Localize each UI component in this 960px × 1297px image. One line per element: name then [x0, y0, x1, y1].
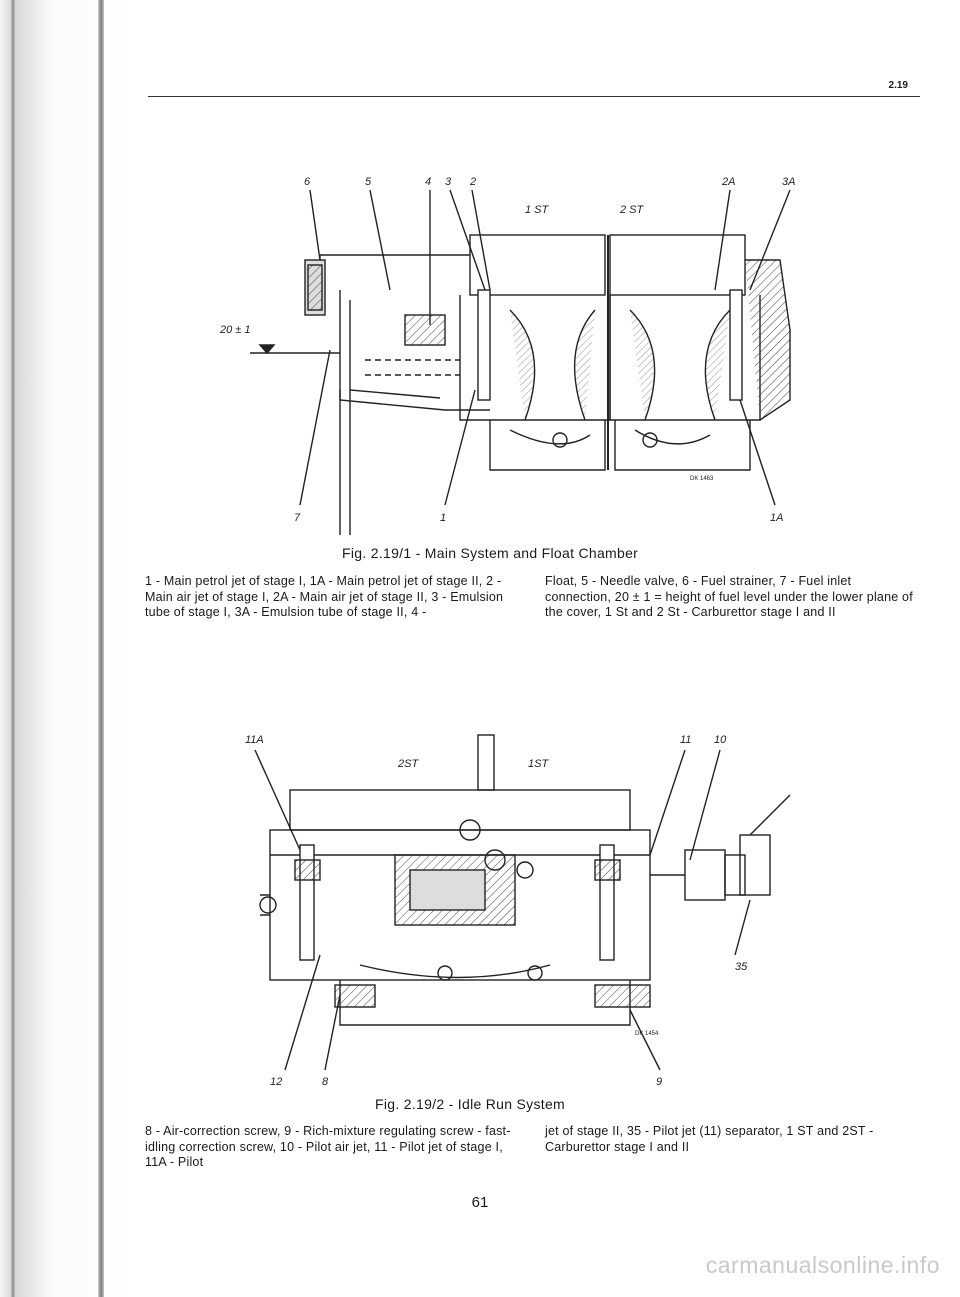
figure-2-legend-right: jet of stage II, 35 - Pilot jet (11) sep… [545, 1124, 874, 1154]
section-number: 2.19 [888, 80, 908, 91]
callout-3a: 3A [782, 176, 795, 188]
fuel-level-dimension: 20 ± 1 [219, 324, 251, 336]
callout-8: 8 [322, 1076, 329, 1088]
figure-1-caption: Fig. 2.19/1 - Main System and Float Cham… [342, 545, 639, 561]
callout-4: 4 [425, 176, 431, 188]
figure-1-legend: 1 - Main petrol jet of stage I, 1A - Mai… [145, 574, 945, 644]
callout-1a: 1A [770, 512, 783, 524]
callout-2a: 2A [721, 176, 735, 188]
figure-2-legend-left: 8 - Air-correction screw, 9 - Rich-mixtu… [145, 1124, 511, 1169]
label-stage-2: 2ST [397, 758, 419, 770]
figure-1-legend-right: Float, 5 - Needle valve, 6 - Fuel strain… [545, 574, 913, 619]
figure-2-legend: 8 - Air-correction screw, 9 - Rich-mixtu… [145, 1124, 945, 1174]
callout-7: 7 [294, 512, 301, 524]
figure-main-system-drawing: 6 5 4 3 2 1 ST 2 ST 2A 3A 20 ± 1 7 1 1A … [190, 150, 830, 540]
callout-3: 3 [445, 176, 452, 188]
page-binding-shadow [0, 0, 130, 1297]
watermark-logo: carmanualsonline.info [705, 1252, 940, 1278]
header-rule [148, 96, 920, 97]
page-binding-edge [98, 0, 104, 1297]
label-stage-1: 1 ST [525, 204, 550, 216]
drawing-code: DK 1454 [635, 1031, 659, 1037]
callout-11a: 11A [245, 734, 264, 746]
callout-10: 10 [714, 734, 727, 746]
label-stage-1: 1ST [528, 758, 549, 770]
figure-idle-run-drawing: 11A 11 10 2ST 1ST 35 12 8 9 DK 1454 [230, 715, 830, 1095]
callout-12: 12 [270, 1076, 282, 1088]
callout-9: 9 [656, 1076, 662, 1088]
label-stage-2: 2 ST [619, 204, 645, 216]
callout-5: 5 [365, 176, 372, 188]
page-number: 61 [471, 1194, 489, 1211]
drawing-code: DK 1463 [690, 476, 714, 482]
figure-1-legend-left: 1 - Main petrol jet of stage I, 1A - Mai… [145, 574, 504, 619]
figure-2-caption: Fig. 2.19/2 - Idle Run System [375, 1096, 566, 1112]
callout-6: 6 [304, 176, 311, 188]
callout-1: 1 [440, 512, 446, 524]
callout-11: 11 [680, 734, 691, 746]
callout-35: 35 [735, 961, 748, 973]
callout-2: 2 [469, 176, 476, 188]
